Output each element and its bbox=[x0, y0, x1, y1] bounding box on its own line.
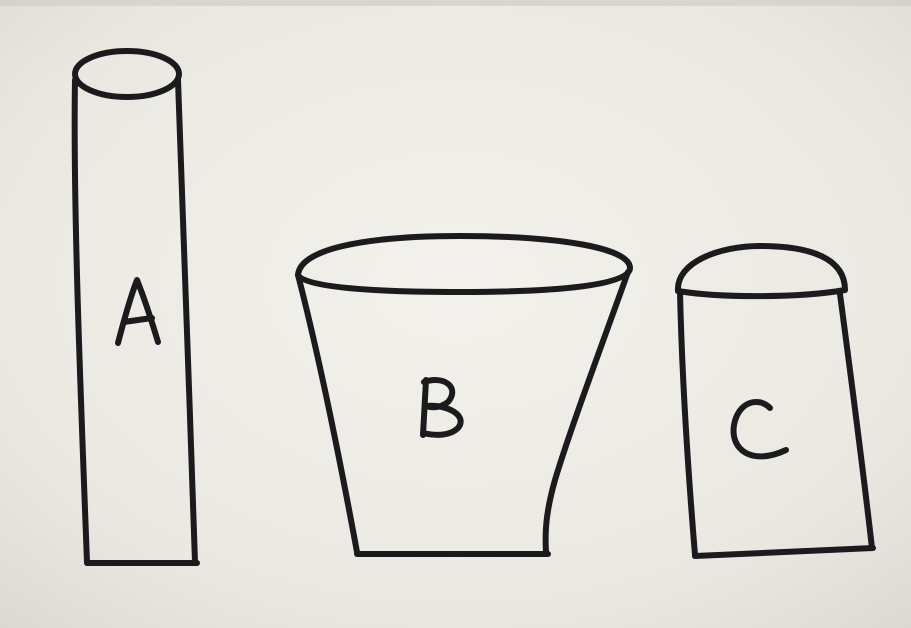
paper-edge-shadow bbox=[0, 0, 911, 6]
